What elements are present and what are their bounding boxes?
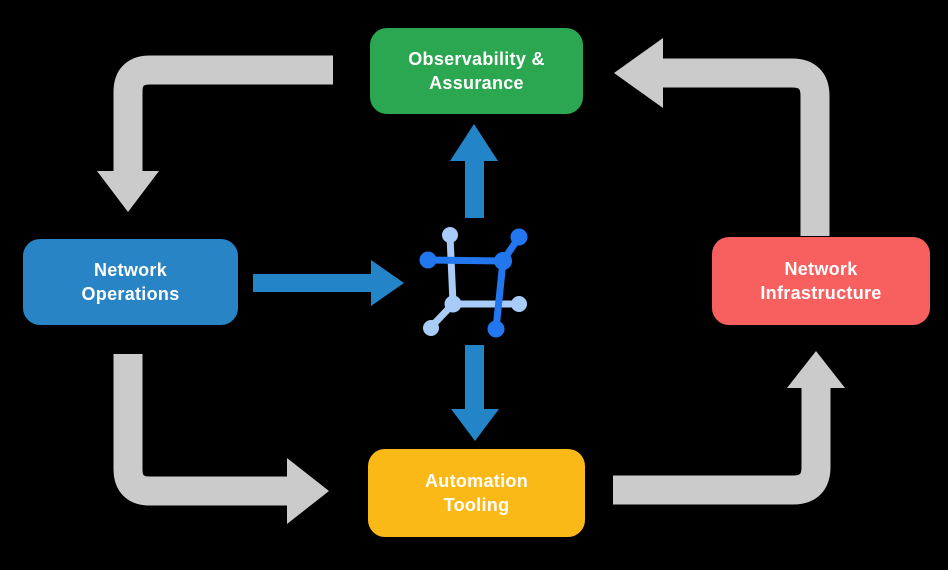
node-label-line: Observability &	[408, 49, 545, 69]
node-automation-tooling: Automation Tooling	[368, 449, 585, 537]
node-label-line: Tooling	[443, 495, 510, 515]
arrow-bottom-to-right	[613, 351, 845, 505]
arrow-left-to-bottom	[113, 354, 329, 524]
arrow-center-to-top	[450, 124, 498, 218]
node-network-infrastructure: Network Infrastructure	[712, 237, 930, 325]
arrow-right-to-top	[614, 38, 830, 236]
arrow-top-to-left	[97, 55, 333, 212]
node-label-line: Network	[93, 260, 168, 280]
node-label-line: Infrastructure	[760, 283, 882, 303]
node-label-line: Network	[784, 259, 858, 279]
node-observability-assurance: Observability & Assurance	[370, 28, 583, 114]
network-fabric-icon	[419, 227, 528, 338]
node-label-line: Operations	[81, 284, 180, 304]
arrow-center-to-bottom	[451, 345, 499, 441]
node-label-line: Assurance	[429, 73, 524, 93]
node-label-line: Automation	[425, 471, 528, 491]
node-network-operations: Network Operations	[23, 239, 238, 325]
arrow-left-to-center	[253, 260, 404, 306]
